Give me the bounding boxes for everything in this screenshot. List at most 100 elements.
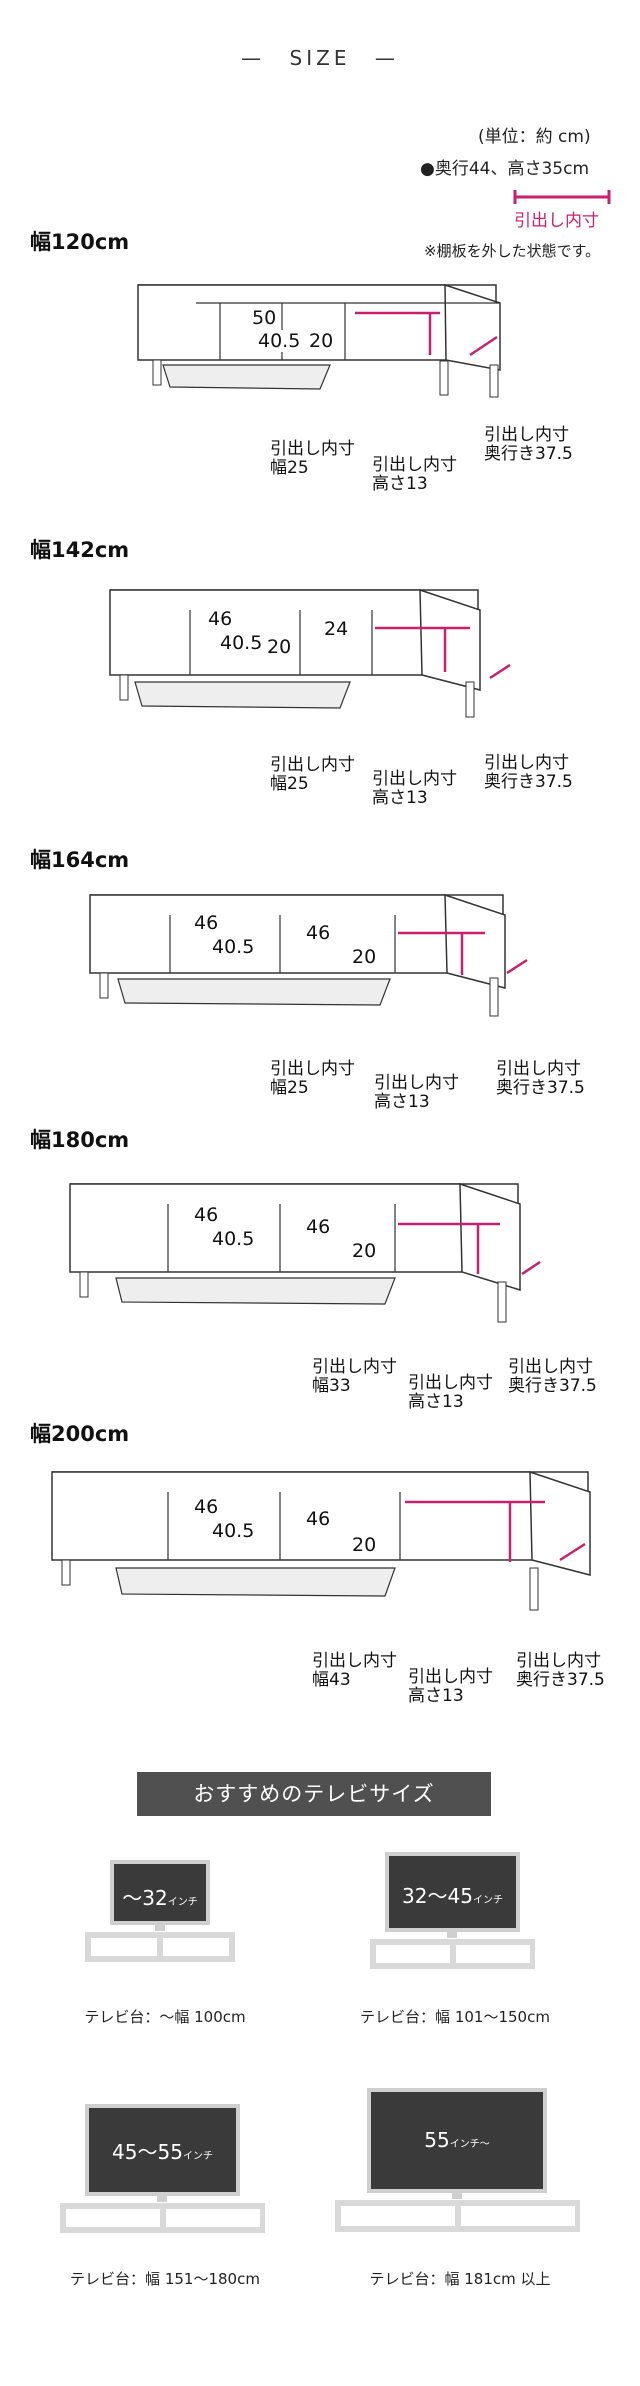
drawer-height-142-line2: 高さ13 (372, 788, 428, 808)
tv-illustration-3 (60, 2104, 265, 2233)
drawer-depth-164-line2: 奥行き37.5 (496, 1078, 585, 1098)
dim-164-c: 46 (304, 922, 333, 944)
drawer-depth-180: 引出し内寸 奥行き37.5 (508, 1358, 597, 1396)
drawer-width-142-line2: 幅25 (270, 774, 309, 794)
drawer-height-164-line1: 引出し内寸 (374, 1073, 459, 1093)
drawer-depth-180-line1: 引出し内寸 (508, 1357, 593, 1377)
drawer-width-120-line2: 幅25 (270, 458, 309, 478)
drawer-height-200: 引出し内寸 高さ13 (408, 1668, 493, 1706)
recommend-banner: おすすめのテレビサイズ (137, 1772, 491, 1816)
drawer-width-180: 引出し内寸 幅33 (312, 1358, 397, 1396)
dim-180-c: 46 (304, 1216, 333, 1238)
shelf-note: ※棚板を外した状態です。 (424, 242, 601, 260)
drawer-depth-200: 引出し内寸 奥行き37.5 (516, 1652, 605, 1690)
tv-screen-2: 32～45インチ (389, 1880, 516, 1909)
drawer-height-120: 引出し内寸 高さ13 (372, 456, 457, 494)
tv-stand-164-diagram (89, 893, 528, 1017)
tv-4-size: 55 (424, 2128, 450, 2152)
tv-screen-1: ～32インチ (114, 1882, 206, 1911)
size-title: — SIZE — (0, 46, 640, 70)
drawer-height-120-line2: 高さ13 (372, 474, 428, 494)
tv-4-unit: インチ～ (449, 2139, 490, 2150)
drawer-width-120: 引出し内寸 幅25 (270, 440, 355, 478)
drawer-depth-164: 引出し内寸 奥行き37.5 (496, 1060, 585, 1098)
drawer-width-200-line2: 幅43 (312, 1670, 351, 1690)
tv-stand-180-diagram (69, 1182, 541, 1323)
tv-3-size: 45～55 (112, 2140, 183, 2164)
drawer-height-180: 引出し内寸 高さ13 (408, 1374, 493, 1412)
tv-caption-4: テレビ台：幅 181cm 以上 (369, 2270, 551, 2288)
dim-200-c: 46 (304, 1508, 333, 1530)
dim-200-b: 40.5 (210, 1520, 257, 1542)
tv-stand-142-diagram (109, 588, 511, 718)
dim-120-a: 50 (250, 307, 279, 329)
tv-1-size: ～32 (122, 1886, 168, 1910)
drawer-width-164-line2: 幅25 (270, 1078, 309, 1098)
drawer-width-164: 引出し内寸 幅25 (270, 1060, 355, 1098)
dim-142-b: 40.5 (218, 632, 265, 654)
drawer-depth-200-line1: 引出し内寸 (516, 1651, 601, 1671)
dim-200-a: 46 (192, 1496, 221, 1518)
drawer-width-180-line1: 引出し内寸 (312, 1357, 397, 1377)
tv-caption-3: テレビ台：幅 151～180cm (70, 2270, 260, 2288)
drawer-depth-120-line2: 奥行き37.5 (484, 444, 573, 464)
tv-2-unit: インチ (472, 1895, 503, 1906)
tv-illustration-1 (85, 1860, 235, 1962)
tv-screen-4: 55インチ～ (371, 2128, 543, 2152)
drawer-width-200-line1: 引出し内寸 (312, 1651, 397, 1671)
tv-screen-3: 45～55インチ (89, 2136, 236, 2165)
dim-142-c: 20 (265, 636, 294, 658)
drawer-legend: 引出し内寸 (514, 211, 599, 231)
drawer-depth-180-line2: 奥行き37.5 (508, 1376, 597, 1396)
dim-180-a: 46 (192, 1204, 221, 1226)
dim-200-d: 20 (350, 1534, 379, 1556)
drawer-depth-200-line2: 奥行き37.5 (516, 1670, 605, 1690)
drawer-height-164: 引出し内寸 高さ13 (374, 1074, 459, 1112)
dim-120-c: 20 (307, 330, 336, 352)
drawer-height-164-line2: 高さ13 (374, 1092, 430, 1112)
model-label-200: 幅200cm (30, 1422, 130, 1446)
drawer-width-142: 引出し内寸 幅25 (270, 756, 355, 794)
drawer-width-164-line1: 引出し内寸 (270, 1059, 355, 1079)
title-text: SIZE (289, 46, 351, 70)
drawer-width-120-line1: 引出し内寸 (270, 439, 355, 459)
drawer-height-200-line1: 引出し内寸 (408, 1667, 493, 1687)
title-dash-left: — (241, 46, 266, 70)
dim-164-d: 20 (350, 946, 379, 968)
drawer-height-120-line1: 引出し内寸 (372, 455, 457, 475)
drawer-width-180-line2: 幅33 (312, 1376, 351, 1396)
dim-142-a: 46 (206, 608, 235, 630)
dim-142-d: 24 (322, 618, 351, 640)
model-label-164: 幅164cm (30, 848, 130, 872)
title-dash-right: — (374, 46, 399, 70)
drawer-depth-142-line2: 奥行き37.5 (484, 772, 573, 792)
tv-caption-2: テレビ台：幅 101～150cm (360, 2008, 550, 2026)
drawer-depth-142: 引出し内寸 奥行き37.5 (484, 754, 573, 792)
tv-caption-1: テレビ台：～幅 100cm (84, 2008, 246, 2026)
model-label-142: 幅142cm (30, 538, 130, 562)
tv-stand-200-diagram (51, 1470, 591, 1611)
drawer-height-180-line1: 引出し内寸 (408, 1373, 493, 1393)
drawer-depth-120: 引出し内寸 奥行き37.5 (484, 426, 573, 464)
drawer-height-142-line1: 引出し内寸 (372, 769, 457, 789)
model-label-180: 幅180cm (30, 1128, 130, 1152)
drawer-width-200: 引出し内寸 幅43 (312, 1652, 397, 1690)
dim-180-d: 20 (350, 1240, 379, 1262)
drawer-height-200-line2: 高さ13 (408, 1686, 464, 1706)
tv-illustration-4 (335, 2088, 580, 2232)
tv-3-unit: インチ (182, 2151, 213, 2162)
drawer-height-180-line2: 高さ13 (408, 1392, 464, 1412)
tv-2-size: 32～45 (402, 1884, 473, 1908)
dim-120-b: 40.5 (256, 330, 303, 352)
drawer-width-142-line1: 引出し内寸 (270, 755, 355, 775)
dim-180-b: 40.5 (210, 1228, 257, 1250)
drawer-depth-164-line1: 引出し内寸 (496, 1059, 581, 1079)
tv-illustration-2 (370, 1852, 535, 1969)
model-label-120: 幅120cm (30, 230, 130, 254)
tv-1-unit: インチ (167, 1897, 198, 1908)
unit-note: (単位：約 cm) (478, 127, 591, 147)
dim-164-a: 46 (192, 912, 221, 934)
dim-164-b: 40.5 (210, 936, 257, 958)
drawer-depth-142-line1: 引出し内寸 (484, 753, 569, 773)
drawer-height-142: 引出し内寸 高さ13 (372, 770, 457, 808)
